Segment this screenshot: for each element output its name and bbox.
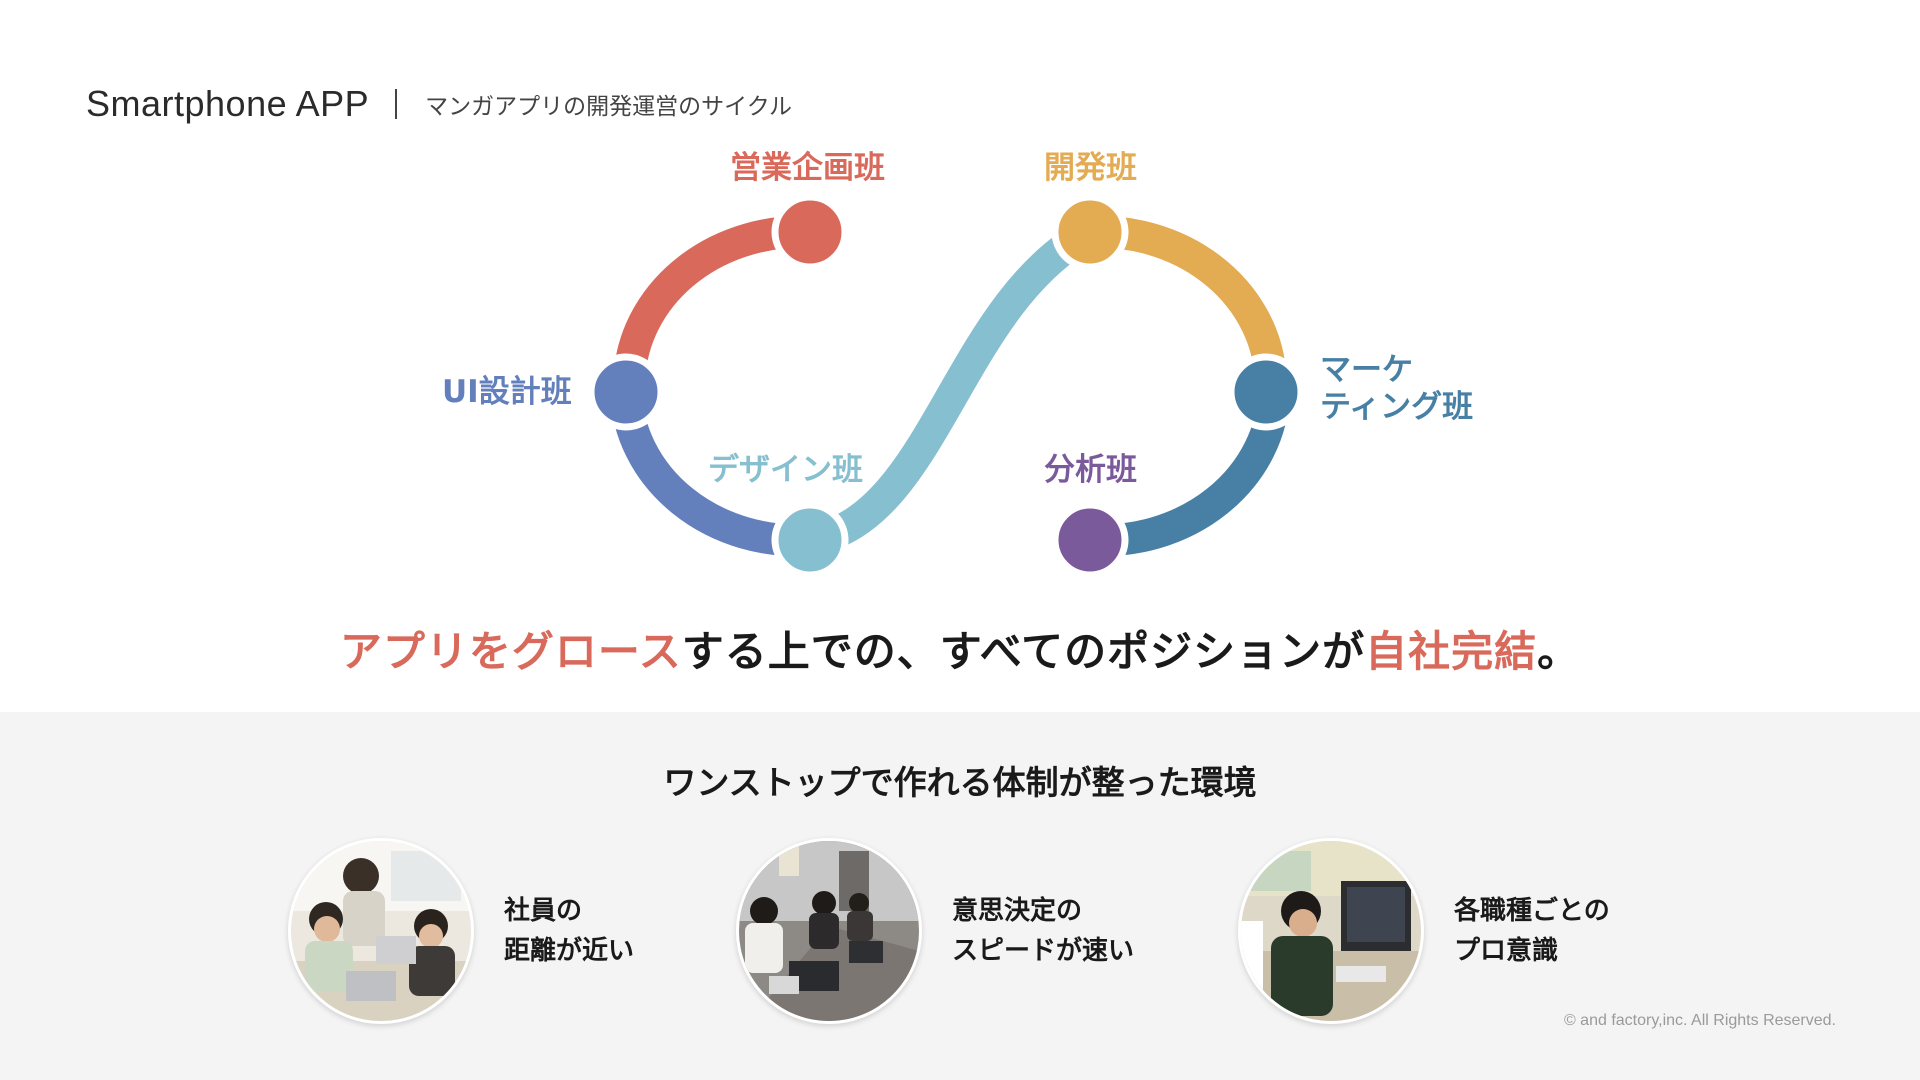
feature-line2: スピードが速い — [952, 936, 1135, 966]
label-analysis: 分析班 — [1044, 452, 1137, 488]
feature-line2: 距離が近い — [504, 936, 635, 966]
headline-text-1: する上での、すべてのポジションが — [681, 627, 1366, 676]
node-design — [771, 501, 849, 579]
label-marketing-line1: マーケ — [1320, 352, 1413, 388]
label-design: デザイン班 — [708, 452, 863, 488]
feature-line1: 社員の — [504, 895, 583, 926]
feature-item: 社員の 距離が近い — [288, 838, 634, 1024]
copyright-text: © and factory,inc. All Rights Reserved. — [1563, 1012, 1836, 1029]
page-subtitle: マンガアプリの開発運営のサイクル — [425, 94, 793, 120]
feature-line2: プロ意識 — [1454, 936, 1559, 966]
headline: アプリをグロースする上での、すべてのポジションが自社完結。 — [0, 618, 1920, 679]
label-ui: UI設計班 — [442, 374, 572, 410]
headline-text-2: 。 — [1537, 627, 1581, 676]
cycle-diagram — [587, 193, 1305, 579]
arc-design — [806, 217, 1098, 556]
feature-line1: 各職種ごとの — [1454, 895, 1610, 926]
engineer-desk-photo — [1238, 838, 1424, 1024]
header-divider — [395, 89, 398, 119]
headline-accent-1: アプリをグロース — [339, 627, 682, 676]
label-marketing-line2: ティング班 — [1320, 389, 1474, 426]
feature-item: 意思決定の スピードが速い — [736, 838, 1134, 1024]
page-header: Smartphone APP マンガアプリの開発運営のサイクル — [86, 78, 792, 130]
feature-item: 各職種ごとの プロ意識 — [1238, 838, 1610, 1024]
node-ui — [587, 353, 665, 431]
conference-room-photo — [736, 838, 922, 1024]
features-section: ワンストップで作れる体制が整った環境 社員の 距離が — [0, 712, 1920, 1080]
features-title: ワンストップで作れる体制が整った環境 — [663, 763, 1257, 802]
headline-accent-2: 自社完結 — [1365, 627, 1538, 676]
team-meeting-photo — [288, 838, 474, 1024]
feature-line1: 意思決定の — [952, 895, 1083, 926]
node-dev — [1051, 193, 1129, 271]
page-title: Smartphone APP — [86, 83, 370, 124]
label-dev: 開発班 — [1044, 150, 1137, 186]
node-analysis — [1051, 501, 1129, 579]
node-sales — [771, 193, 849, 271]
node-marketing — [1227, 353, 1305, 431]
label-sales: 営業企画班 — [730, 150, 885, 186]
label-marketing: マーケ ティング班 — [1320, 352, 1473, 426]
